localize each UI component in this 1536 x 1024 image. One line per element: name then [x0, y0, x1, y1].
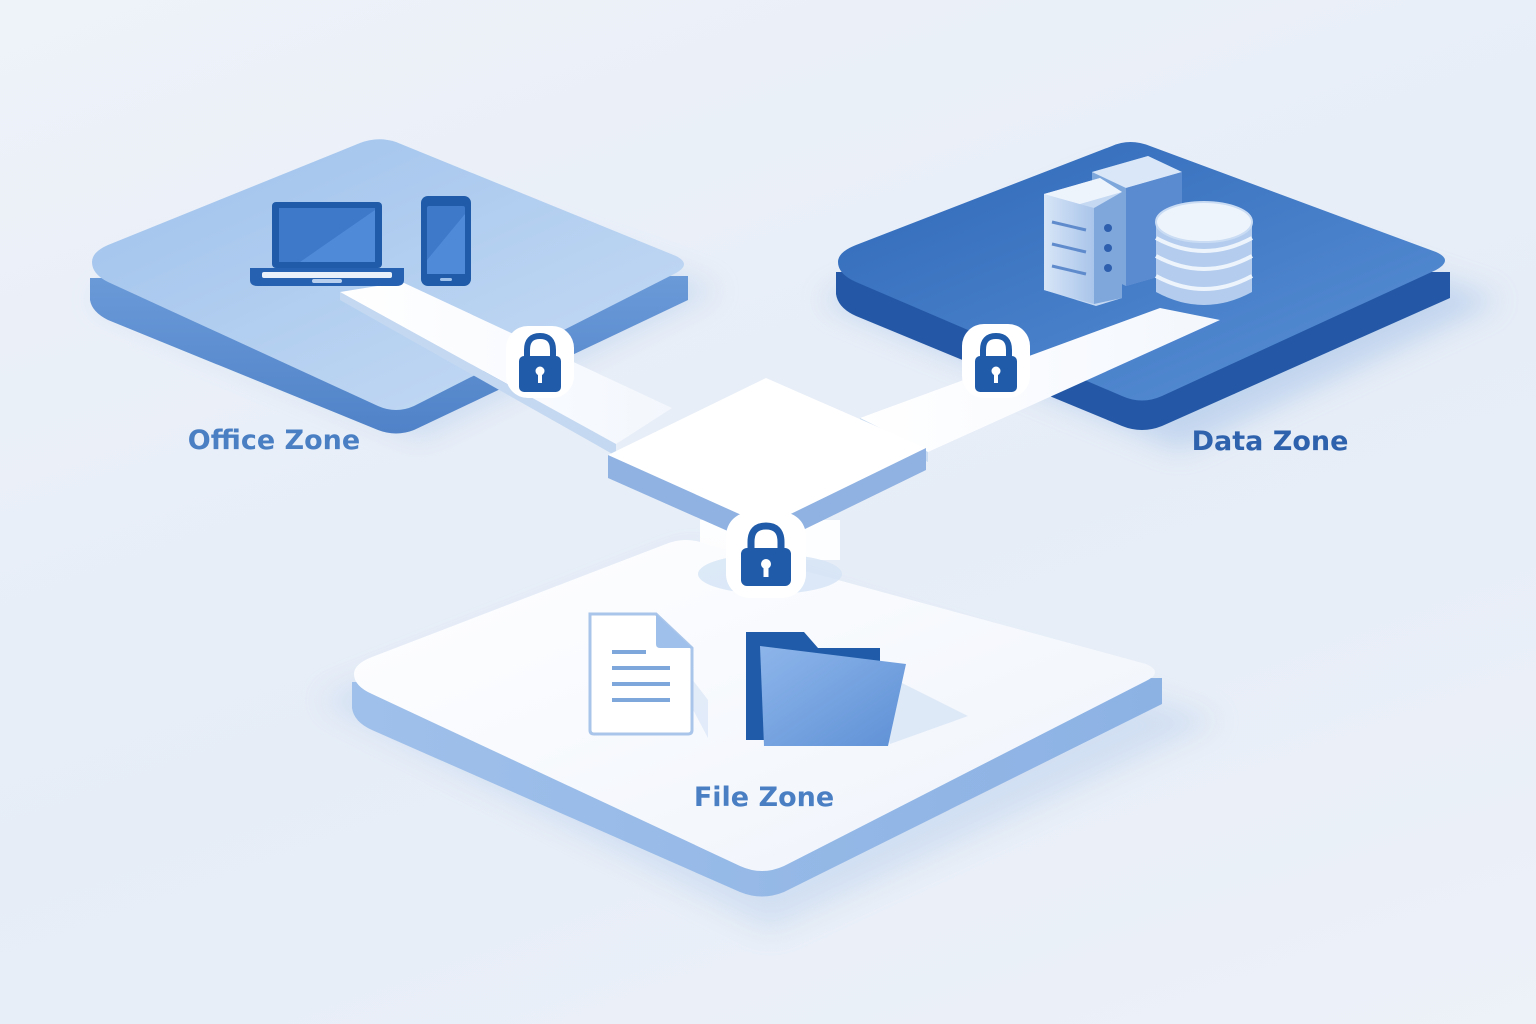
document-icon	[588, 612, 708, 738]
lock-icon	[962, 324, 1030, 398]
data-zone-label: Data Zone	[1192, 426, 1349, 457]
lock-icon	[698, 512, 842, 598]
laptop-icon	[250, 202, 404, 286]
office-zone-label: Office Zone	[188, 425, 360, 456]
hub-platform	[608, 378, 926, 548]
database-icon	[1155, 201, 1253, 305]
folder-icon	[746, 632, 968, 746]
file-zone-label: File Zone	[694, 782, 834, 813]
smartphone-icon	[421, 196, 471, 286]
lock-icon	[506, 326, 574, 398]
server-rack-icon	[1044, 156, 1182, 306]
